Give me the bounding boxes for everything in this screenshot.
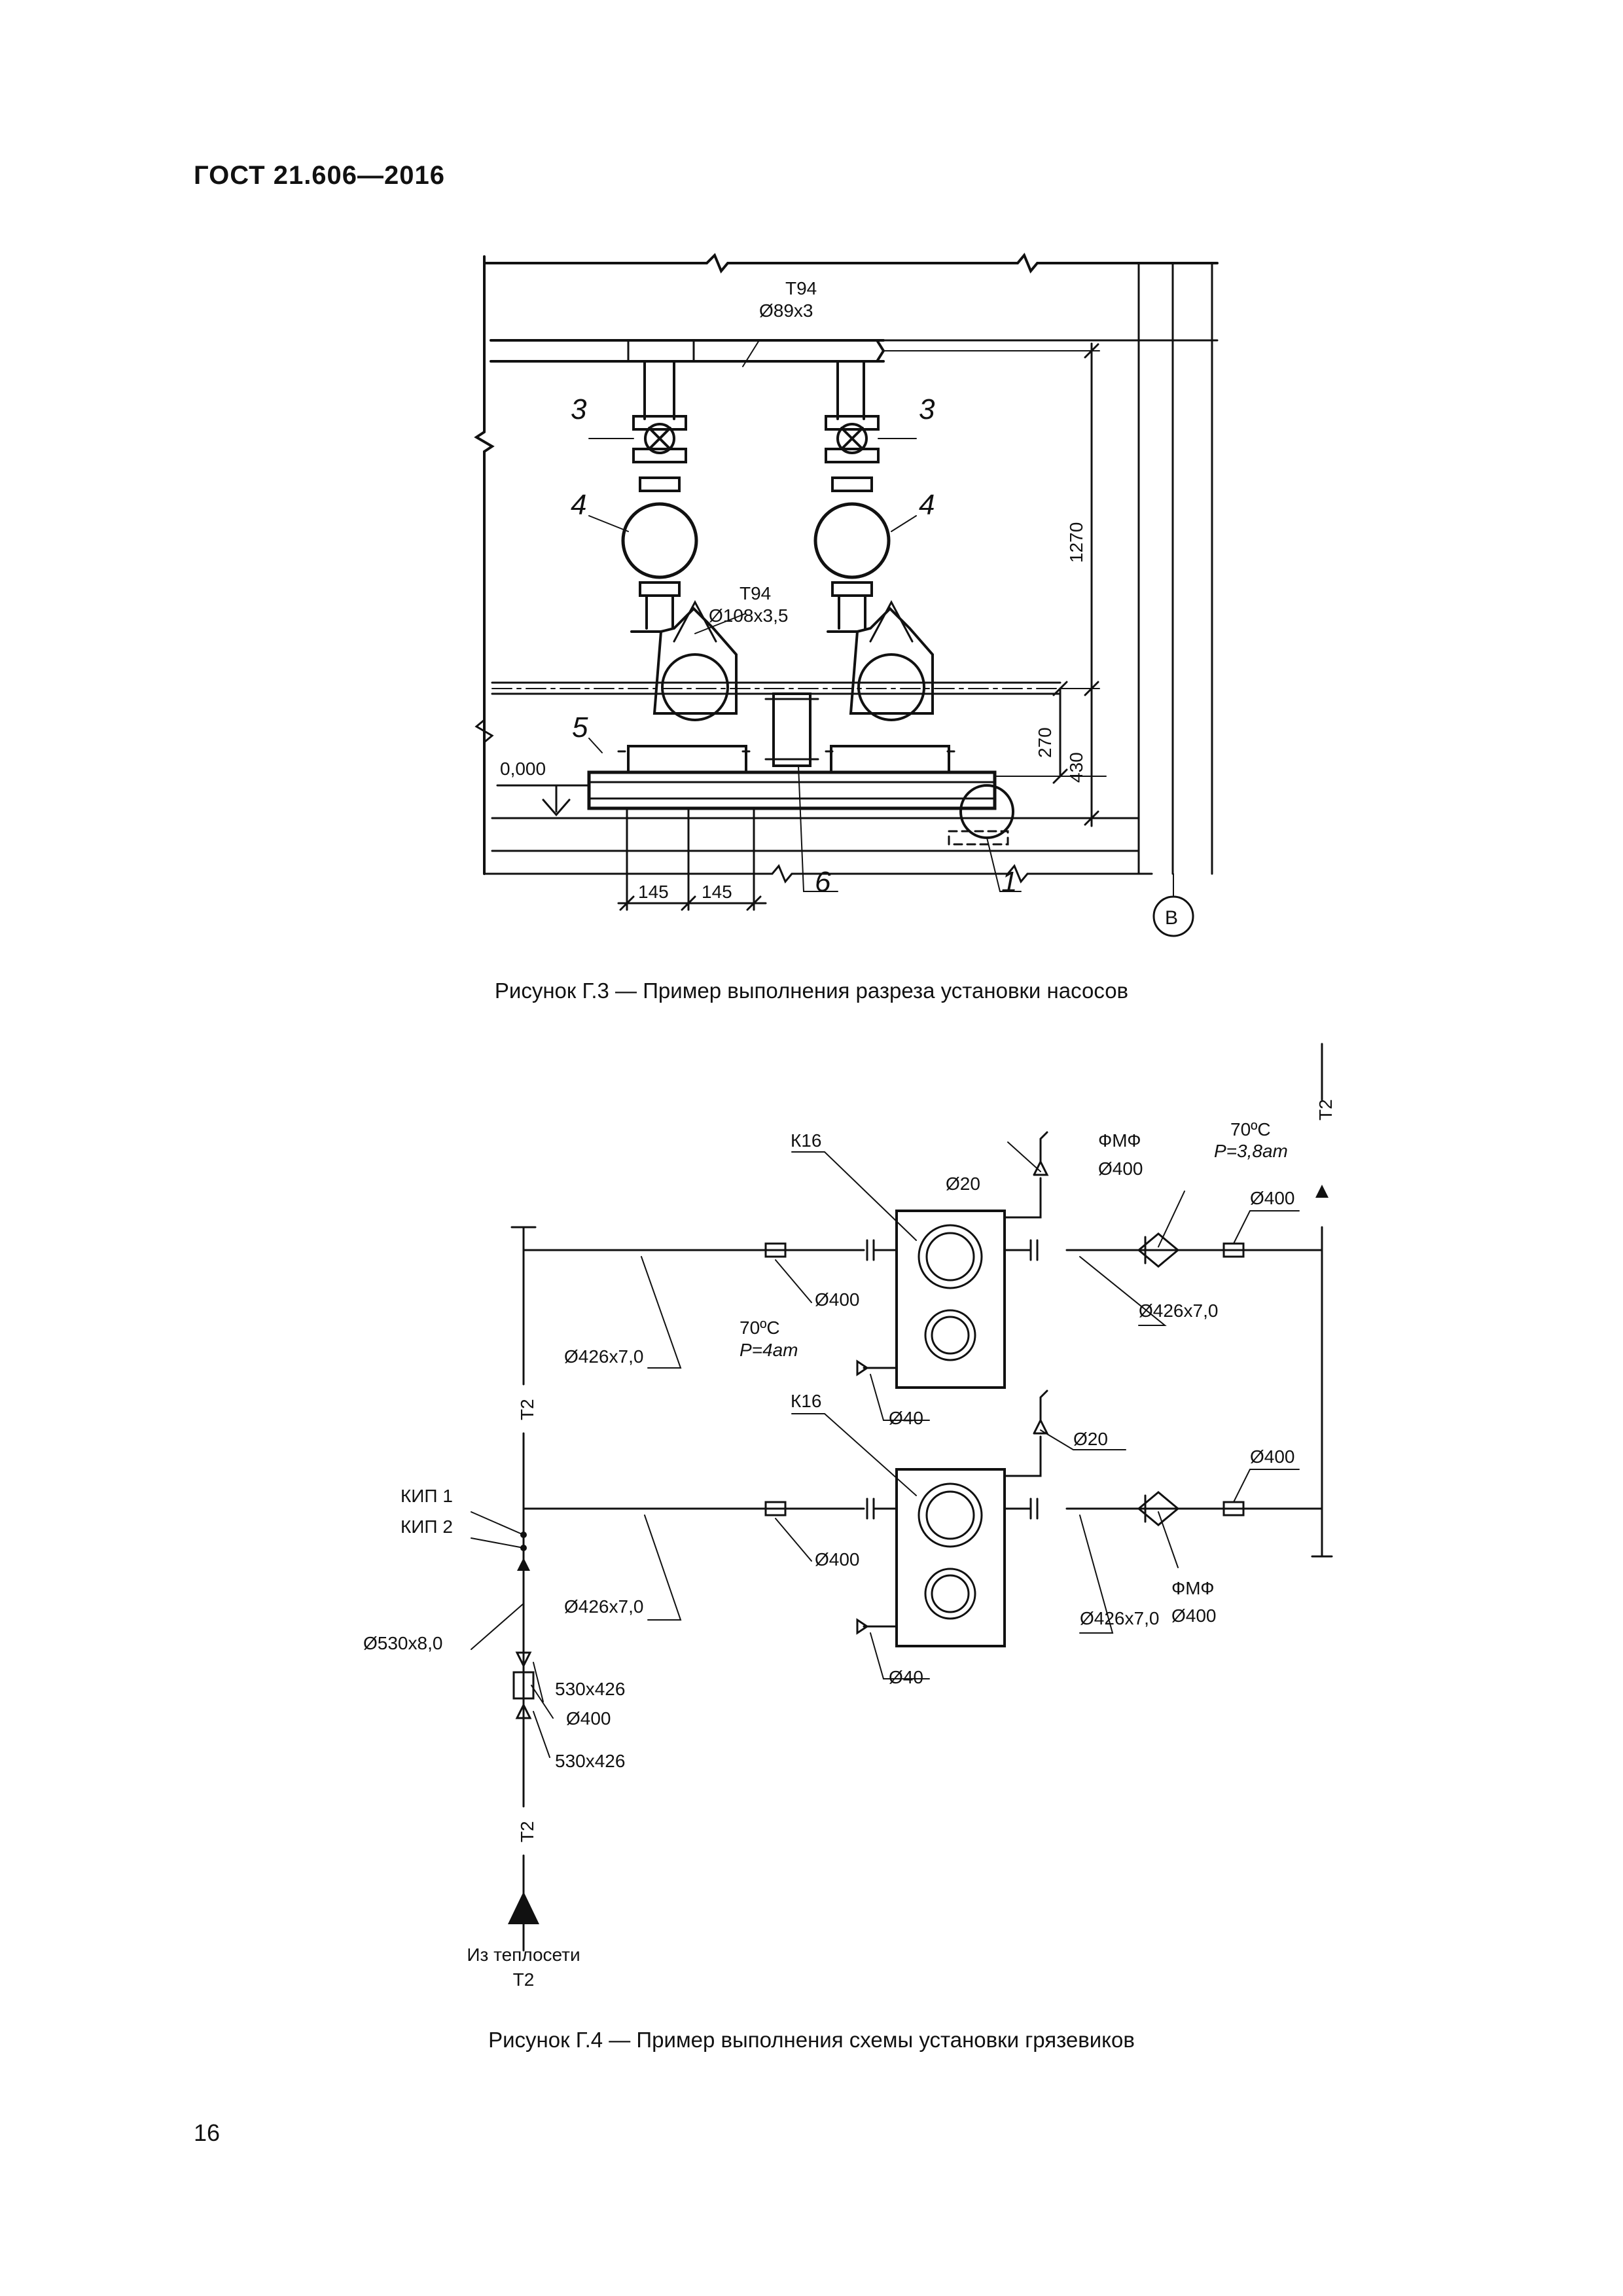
position-1: 1 <box>1001 866 1017 898</box>
dimension-270: 270 <box>1035 727 1055 758</box>
label-kip1: КИП 1 <box>401 1486 453 1506</box>
document-header: ГОСТ 21.606—2016 <box>194 161 446 190</box>
label-temperature-left: 70ºС <box>740 1318 780 1338</box>
axis-label: В <box>1165 907 1178 929</box>
pipe-mid-size: Ø108х3,5 <box>709 605 788 626</box>
label-k16-bottom: К16 <box>791 1391 821 1411</box>
label-t2-left-top: Т2 <box>517 1399 537 1420</box>
label-d40-top: Ø40 <box>889 1408 923 1428</box>
label-t2-left-bottom: Т2 <box>517 1821 537 1842</box>
dimension-430: 430 <box>1066 752 1086 783</box>
level-mark: 0,000 <box>500 759 546 779</box>
label-t2-right: Т2 <box>1315 1099 1336 1121</box>
label-pressure-left: Р=4ат <box>740 1340 798 1360</box>
position-4-right: 4 <box>919 489 935 521</box>
position-4-left: 4 <box>571 489 586 521</box>
label-pressure-right: Р=3,8ат <box>1214 1141 1288 1161</box>
figure-4-caption: Рисунок Г.4 — Пример выполнения схемы ус… <box>488 2028 1135 2052</box>
pipe-top-code: Т94 <box>785 278 817 298</box>
label-d400-bottom-valve: Ø400 <box>815 1549 860 1570</box>
label-d40-bottom: Ø40 <box>889 1667 923 1687</box>
label-reducer-bottom: 530х426 <box>555 1751 625 1771</box>
label-temperature-right: 70ºС <box>1230 1119 1271 1139</box>
dimension-145-b: 145 <box>702 882 732 902</box>
page-number: 16 <box>194 2119 221 2146</box>
label-source-line1: Из теплосети <box>467 1945 580 1965</box>
pipe-mid-code: Т94 <box>740 583 771 603</box>
figure-3-caption: Рисунок Г.3 — Пример выполнения разреза … <box>494 978 1129 1003</box>
label-reducer-top: 530х426 <box>555 1679 625 1699</box>
pipe-top-size: Ø89х3 <box>759 300 813 321</box>
label-d400-top-valve: Ø400 <box>815 1289 860 1310</box>
pump-section-drawing: Т94 Ø89х3 Т94 Ø108х3,5 1270 270 430 145 … <box>474 253 1219 937</box>
label-d400-right-bottom: Ø400 <box>1250 1446 1295 1467</box>
label-d530: Ø530х8,0 <box>363 1633 442 1653</box>
label-d20-top: Ø20 <box>946 1174 980 1194</box>
label-d426-right-bottom: Ø426х7,0 <box>1080 1608 1159 1628</box>
label-source-line2: Т2 <box>513 1969 535 1990</box>
label-kip2: КИП 2 <box>401 1516 453 1537</box>
label-d426-left-top: Ø426х7,0 <box>564 1346 643 1367</box>
dimension-1270: 1270 <box>1066 522 1086 563</box>
label-fmf-top: ФМФ <box>1098 1130 1141 1151</box>
label-main-valve-d400: Ø400 <box>566 1708 611 1729</box>
label-d426-right-top: Ø426х7,0 <box>1139 1300 1218 1321</box>
label-fmf-bottom-diameter: Ø400 <box>1171 1605 1217 1626</box>
position-5: 5 <box>572 711 588 744</box>
position-3-left: 3 <box>571 393 587 425</box>
position-3-right: 3 <box>919 393 935 425</box>
mud-separator-scheme: Т2 Т2 Т2 К16 К16 Ø20 Ø20 ФМФ Ø400 ФМФ Ø4… <box>363 1043 1336 1990</box>
label-d20-bottom: Ø20 <box>1073 1429 1108 1449</box>
label-d400-right-top: Ø400 <box>1250 1188 1295 1208</box>
label-d426-left-bottom: Ø426х7,0 <box>564 1596 643 1617</box>
label-k16-top: К16 <box>791 1130 821 1151</box>
label-fmf-top-diameter: Ø400 <box>1098 1158 1143 1179</box>
label-fmf-bottom: ФМФ <box>1171 1578 1215 1598</box>
position-6: 6 <box>815 866 831 898</box>
dimension-145-a: 145 <box>638 882 669 902</box>
